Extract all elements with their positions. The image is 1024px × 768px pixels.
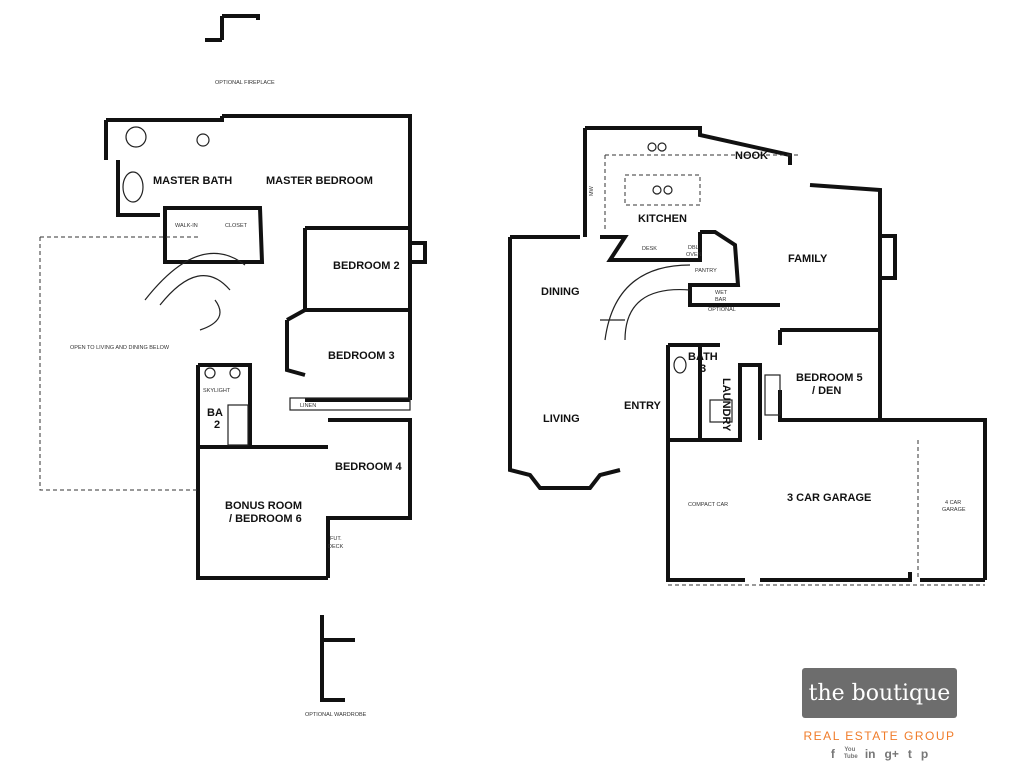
- room-label-bedroom-4: BEDROOM 4: [335, 461, 403, 473]
- room-label-bonus-room: BONUS ROOM: [225, 500, 302, 512]
- room-label-3-car-garage: 3 CAR GARAGE: [787, 492, 871, 504]
- note-skylight: SKYLIGHT: [203, 388, 231, 394]
- note-bar: BAR: [715, 297, 726, 303]
- note-deck: DECK: [328, 544, 344, 550]
- lower-floor-labels: NOOK KITCHEN FAMILY DINING LIVING ENTRY …: [541, 150, 966, 513]
- note-linen: LINEN: [300, 403, 316, 409]
- room-label-bedroom-6: / BEDROOM 6: [229, 513, 302, 525]
- note-wet: WET: [715, 290, 728, 296]
- pinterest-icon[interactable]: p: [920, 747, 929, 761]
- room-label-bath-3: BATH: [688, 351, 718, 363]
- room-label-ba-2-number: 2: [214, 419, 220, 431]
- upper-floor-labels: MASTER BATH MASTER BEDROOM BEDROOM 2 BED…: [70, 80, 403, 718]
- boutique-logo[interactable]: the boutique: [802, 668, 957, 718]
- room-label-ba-2: BA: [207, 407, 223, 419]
- room-label-family: FAMILY: [788, 253, 828, 265]
- note-optional-fireplace: OPTIONAL FIREPLACE: [215, 80, 275, 86]
- room-label-bedroom-5: BEDROOM 5: [796, 372, 863, 384]
- note-open-to-below: OPEN TO LIVING AND DINING BELOW: [70, 345, 170, 351]
- note-garage: GARAGE: [942, 507, 966, 513]
- room-label-kitchen: KITCHEN: [638, 213, 687, 225]
- upper-floor-walls: [39, 14, 427, 702]
- room-label-master-bedroom: MASTER BEDROOM: [266, 175, 373, 187]
- room-label-den: / DEN: [812, 385, 841, 397]
- note-oven: OVEN: [686, 252, 702, 258]
- note-desk: DESK: [642, 246, 657, 252]
- room-label-entry: ENTRY: [624, 400, 662, 412]
- note-mw: MW: [589, 185, 595, 196]
- room-label-living: LIVING: [543, 413, 580, 425]
- linkedin-icon[interactable]: in: [864, 747, 876, 761]
- room-label-bedroom-2: BEDROOM 2: [333, 260, 400, 272]
- note-dbl-oven: DBL: [688, 245, 699, 251]
- note-optional: OPTIONAL: [708, 307, 736, 313]
- lower-floor-walls: [508, 126, 987, 586]
- facebook-icon[interactable]: f: [830, 747, 835, 761]
- room-label-laundry: LAUNDRY: [720, 378, 732, 432]
- youtube-icon[interactable]: You Tube: [843, 747, 858, 760]
- note-4-car: 4 CAR: [945, 500, 961, 506]
- google-plus-icon[interactable]: g+: [884, 747, 899, 761]
- room-label-bedroom-3: BEDROOM 3: [328, 350, 395, 362]
- room-label-bath-3-number: 3: [700, 363, 706, 375]
- twitter-icon[interactable]: t: [907, 747, 912, 761]
- note-fut: FUT.: [330, 536, 342, 542]
- room-label-dining: DINING: [541, 286, 580, 298]
- logo-subtitle: REAL ESTATE GROUP: [803, 729, 956, 743]
- note-pantry: PANTRY: [695, 268, 717, 274]
- note-compact-car: COMPACT CAR: [688, 502, 728, 508]
- note-walk-in: WALK-IN: [175, 223, 198, 229]
- social-links: f You Tube in g+ t p: [802, 747, 957, 761]
- room-label-nook: NOOK: [735, 150, 768, 162]
- room-label-master-bath: MASTER BATH: [153, 175, 232, 187]
- note-optional-wardrobe: OPTIONAL WARDROBE: [305, 712, 367, 718]
- note-closet: CLOSET: [225, 223, 248, 229]
